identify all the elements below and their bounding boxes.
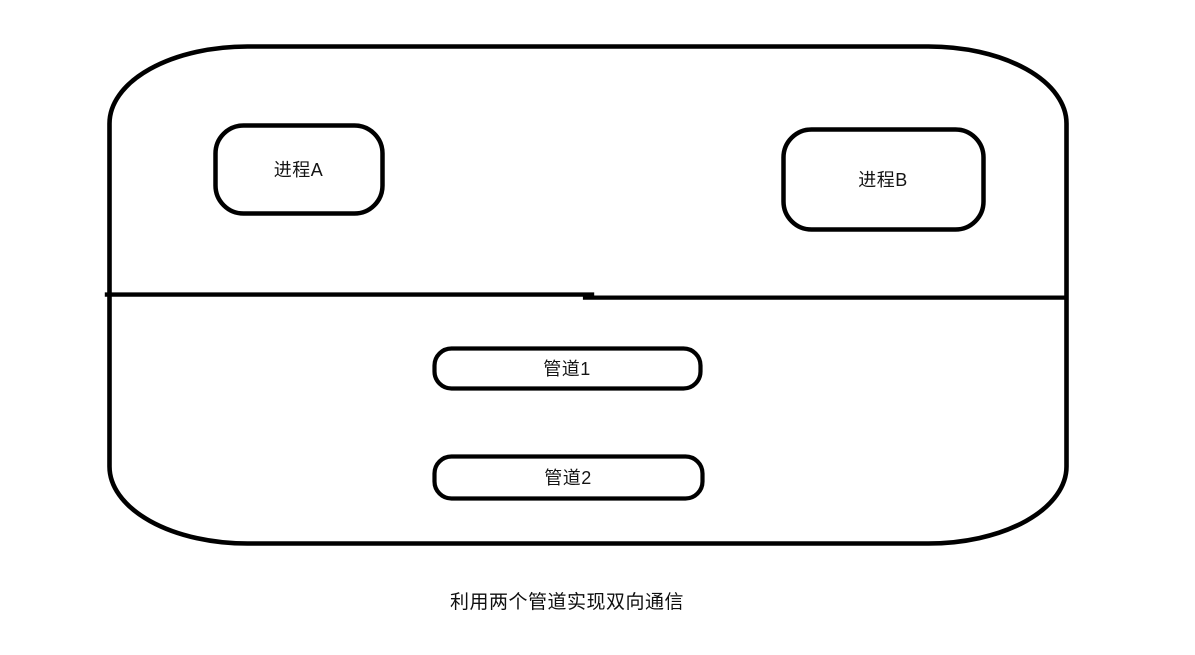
process-b-box: [781, 127, 986, 232]
pipe-2-box: [432, 454, 705, 501]
process-a-box: [213, 123, 385, 216]
pipe-1-box: [432, 346, 703, 391]
